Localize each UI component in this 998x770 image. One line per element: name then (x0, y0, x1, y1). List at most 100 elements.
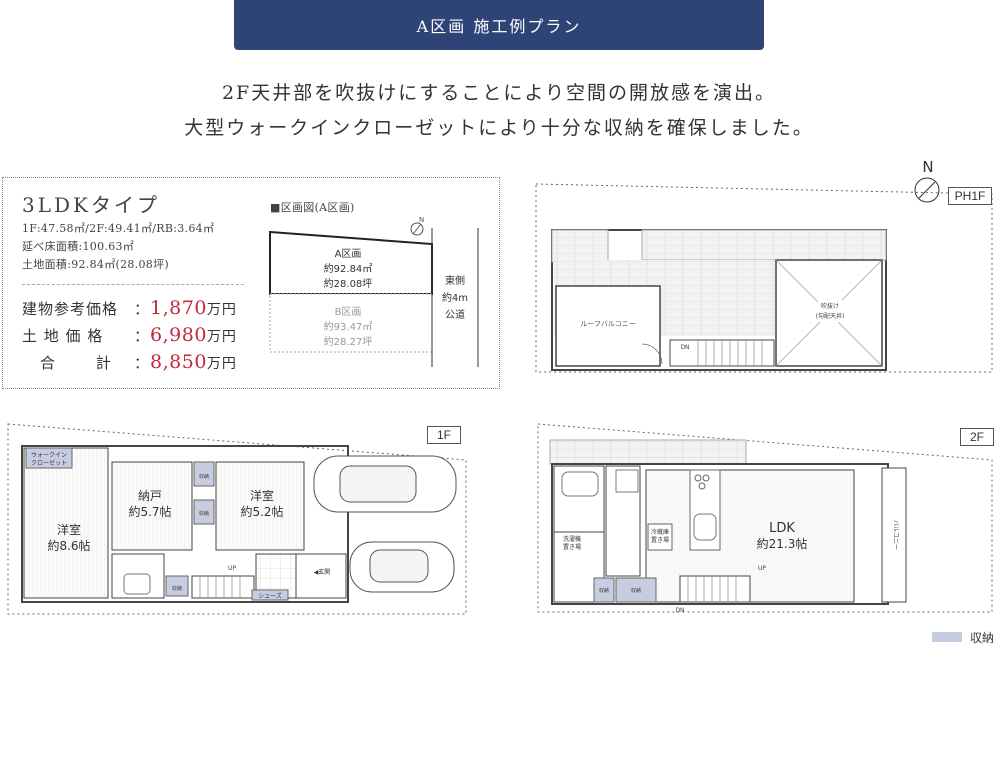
walkin-label-1: ウォークイン (31, 451, 67, 459)
price-value: 6,980 (150, 324, 207, 346)
site-plan-title: ■区画図(A区画) (270, 201, 355, 214)
fridge-label-2: 置き場 (651, 536, 669, 544)
void-label: 吹抜け (821, 302, 839, 310)
north-arrow-icon (918, 181, 936, 199)
fridge-area (647, 523, 673, 551)
floor-plan-1f: ウォークイン クローゼット 洋室 約8.6帖 納戸 約5.7帖 収納 収納 洋室… (7, 423, 467, 615)
stair-dn-label: DN (680, 344, 689, 351)
closet-label: 収納 (199, 510, 209, 517)
closet-2 (193, 499, 215, 525)
shoe-closet-label: シューズ (258, 592, 282, 600)
price-label: 土 地 価 格 (22, 327, 104, 345)
closet-label: 収納 (172, 585, 182, 592)
north-label: N (922, 158, 933, 176)
room-west (23, 447, 109, 599)
price-label: 建物参考価格 (22, 300, 119, 318)
roof-deck-strip-1 (551, 229, 609, 263)
plan-info-box (2, 177, 500, 389)
balcony-2f (881, 467, 907, 603)
lot-b-sqm: 約93.47㎡ (324, 320, 373, 333)
roof-balcony-label: ルーフバルコニー (580, 320, 635, 328)
price-unit: 万円 (206, 329, 237, 345)
floor-areas: 1F:47.58㎡/2F:49.41㎡/RB:3.64㎡ (22, 222, 215, 235)
road-label-width: 約4m (442, 291, 468, 304)
page-title-banner: A区画 施工例プラン (234, 0, 764, 50)
closet-1 (193, 461, 215, 487)
walkin-closet (25, 447, 73, 469)
price-row-total: 合 計 ： 8,850 万円 (22, 351, 237, 373)
room-storage-name: 納戸 (138, 489, 162, 503)
stair-up-label: UP (758, 565, 766, 572)
price-label: 合 計 (40, 354, 129, 372)
room-storage (111, 461, 193, 551)
void-sublabel: (勾配天井) (816, 312, 845, 320)
kitchen-sink-icon (693, 513, 717, 541)
price-row-land: 土 地 価 格 ： 6,980 万円 (22, 324, 237, 346)
laundry-label-1: 洗濯機 (563, 535, 581, 543)
land-area: 土地面積:92.84㎡(28.08坪) (22, 258, 169, 271)
bathtub-icon (123, 573, 151, 595)
car-2-icon (349, 541, 455, 593)
floor-tag-ph1f: PH1F (948, 187, 992, 205)
2f-balcony-strip (549, 439, 747, 465)
car-1-icon (313, 455, 457, 513)
room-west-size: 約8.6帖 (47, 538, 90, 553)
total-floor-area: 延べ床面積:100.63㎡ (22, 240, 135, 253)
road-label-type: 公道 (445, 308, 465, 321)
room-west-name: 洋室 (57, 522, 81, 537)
lot-a-name: A区画 (335, 248, 362, 260)
price-value: 8,850 (150, 351, 207, 373)
bathtub-icon (561, 471, 599, 497)
page-title: A区画 施工例プラン (416, 17, 582, 36)
stair-dn-label: DN (675, 607, 684, 614)
1f-outline (21, 445, 349, 603)
door-swing-icon (641, 343, 663, 365)
lot-b-name: B区画 (335, 306, 362, 318)
closet-3 (165, 575, 189, 597)
room-east-size: 約5.2帖 (240, 504, 283, 519)
entrance-area (295, 553, 347, 599)
closet-label: 収納 (599, 587, 609, 594)
stair-1f (191, 575, 255, 599)
ldk-size: 約21.3帖 (757, 536, 808, 551)
floor-plan-ph1f: N ルーフバルコニー 吹抜け (勾配天井) DN (535, 158, 993, 373)
lot-a-tsubo: 約28.08坪 (324, 277, 373, 290)
shoe-closet (251, 589, 289, 601)
lot-a-sqm: 約92.84㎡ (324, 262, 373, 275)
room-storage-size: 約5.7帖 (128, 504, 171, 519)
plan-type: 3LDKタイプ (22, 193, 160, 217)
room-east-name: 洋室 (250, 488, 274, 503)
stair-2f (679, 575, 751, 603)
fridge-label-1: 冷蔵庫 (651, 528, 669, 536)
closet-2f-2 (615, 577, 657, 603)
price-value: 1,870 (150, 297, 207, 319)
stair-up-label: UP (228, 565, 236, 572)
entrance-label: ◀玄関 (314, 568, 331, 576)
balcony-label: バルコニー (892, 520, 899, 550)
price-unit: 万円 (206, 356, 237, 372)
1f-site-boundary (7, 423, 467, 615)
laundry-label-2: 置き場 (563, 543, 581, 551)
room-east (215, 461, 305, 551)
closet-2f-1 (593, 577, 615, 603)
walkin-label-2: クローゼット (31, 459, 67, 467)
floor-plan-2f: 洗濯機 置き場 冷蔵庫 置き場 LDK 約21.3帖 バルコニー 収納 収納 U… (537, 423, 993, 614)
north-compass-icon (410, 222, 424, 236)
north-compass-icon (914, 177, 940, 203)
ldk-name: LDK (769, 521, 795, 536)
site-plan-diagram: N A区画 約92.84㎡ 約28.08坪 B区画 約93.47㎡ 約28.27… (269, 216, 479, 367)
intro-line-1: 2F天井部を吹抜けにすることにより空間の開放感を演出。 (221, 82, 777, 104)
north-label: N (419, 216, 424, 224)
floor-tag-2f: 2F (960, 428, 994, 446)
closet-label: 収納 (631, 587, 641, 594)
sink-icon (615, 469, 639, 493)
north-arrow-icon (412, 223, 422, 235)
roof-balcony-room (555, 285, 661, 367)
closet-label: 収納 (199, 473, 209, 480)
legend-storage-swatch (932, 632, 962, 642)
info-separator (22, 284, 244, 285)
price-row-building: 建物参考価格 ： 1,870 万円 (22, 297, 237, 319)
intro-line-2: 大型ウォークインクローゼットにより十分な収納を確保しました。 (184, 117, 814, 139)
legend-storage-label: 収納 (970, 631, 995, 645)
road-label-side: 東側 (445, 274, 465, 287)
